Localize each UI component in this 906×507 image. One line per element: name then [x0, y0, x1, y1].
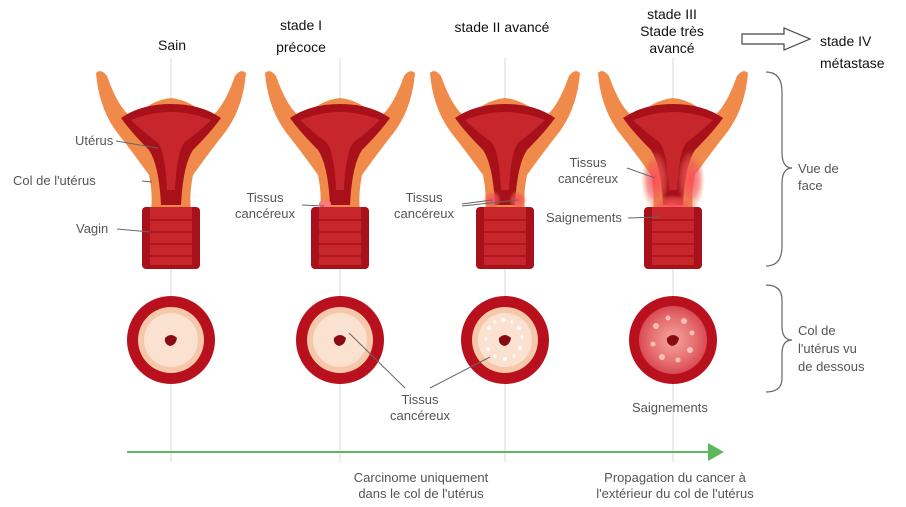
progression-arrow — [742, 28, 810, 50]
label-stage3-bleeding: Saignements — [546, 210, 622, 226]
label-front-view: Vue de face — [798, 160, 839, 194]
label-vagina: Vagin — [76, 221, 108, 237]
timeline-caption-right: Propagation du cancer à l'extérieur du c… — [570, 470, 780, 502]
timeline-caption-left-line1: Carcinome uniquement — [336, 470, 506, 486]
stage-title-stage1: stade I précoce — [268, 16, 334, 56]
label-bottom-cancer-tissue-line1: Tissus — [380, 392, 460, 408]
cervix-disc-stage1 — [296, 296, 384, 384]
label-bottom-view-line3: de dessous — [798, 358, 865, 376]
label-cervix: Col de l'utérus — [13, 173, 96, 189]
timeline-caption-right-line2: l'extérieur du col de l'utérus — [570, 486, 780, 502]
stage-title-stage4-line1: stade IV — [820, 32, 885, 50]
cervix-disc-healthy — [127, 296, 215, 384]
uterus-stage1 — [265, 71, 415, 269]
stage-title-stage3-line3: avancé — [620, 40, 724, 57]
cervix-disc-stage3 — [629, 296, 717, 384]
stage-title-stage2-line1: stade II avancé — [440, 18, 564, 36]
label-bottom-cancer-tissue-line2: cancéreux — [380, 408, 460, 424]
stage-title-stage2: stade II avancé — [440, 18, 564, 36]
label-bottom-view-line2: l'utérus vu — [798, 340, 865, 358]
label-stage2-cancer-tissue-line1: Tissus — [384, 190, 464, 206]
label-stage3-cancer-tissue-line2: cancéreux — [548, 171, 628, 187]
label-stage2-cancer-tissue-line2: cancéreux — [384, 206, 464, 222]
label-stage3-cancer-tissue: Tissus cancéreux — [548, 155, 628, 187]
label-front-view-line2: face — [798, 177, 839, 194]
brace-bottom-view — [766, 285, 792, 392]
label-bottom-bleeding: Saignements — [632, 400, 708, 416]
stage-title-healthy: Sain — [150, 36, 194, 54]
label-stage1-cancer-tissue: Tissus cancéreux — [226, 190, 304, 222]
uterus-healthy — [96, 71, 246, 269]
label-bottom-cancer-tissue: Tissus cancéreux — [380, 392, 460, 424]
label-stage1-cancer-tissue-line1: Tissus — [226, 190, 304, 206]
label-uterus: Utérus — [75, 133, 113, 149]
cervix-disc-stage2 — [461, 296, 549, 384]
label-stage1-cancer-tissue-line2: cancéreux — [226, 206, 304, 222]
brace-front-view — [766, 72, 792, 266]
label-front-view-line1: Vue de — [798, 160, 839, 177]
timeline-arrowhead — [708, 443, 724, 461]
label-stage3-cancer-tissue-line1: Tissus — [548, 155, 628, 171]
label-bottom-view: Col de l'utérus vu de dessous — [798, 322, 865, 376]
stage-title-stage4-line2: métastase — [820, 54, 885, 72]
timeline-caption-left-line2: dans le col de l'utérus — [336, 486, 506, 502]
timeline-caption-right-line1: Propagation du cancer à — [570, 470, 780, 486]
stage-title-stage1-line1: stade I — [268, 16, 334, 34]
stage-title-healthy-line1: Sain — [150, 36, 194, 54]
stage-title-stage3-line2: Stade très — [620, 23, 724, 40]
timeline-caption-left: Carcinome uniquement dans le col de l'ut… — [336, 470, 506, 502]
stage-title-stage3-line1: stade III — [620, 6, 724, 23]
stage-title-stage1-line2: précoce — [268, 38, 334, 56]
stage-title-stage3: stade III Stade très avancé — [620, 6, 724, 57]
stage-title-stage4: stade IV métastase — [820, 32, 885, 72]
label-bottom-view-line1: Col de — [798, 322, 865, 340]
label-stage2-cancer-tissue: Tissus cancéreux — [384, 190, 464, 222]
